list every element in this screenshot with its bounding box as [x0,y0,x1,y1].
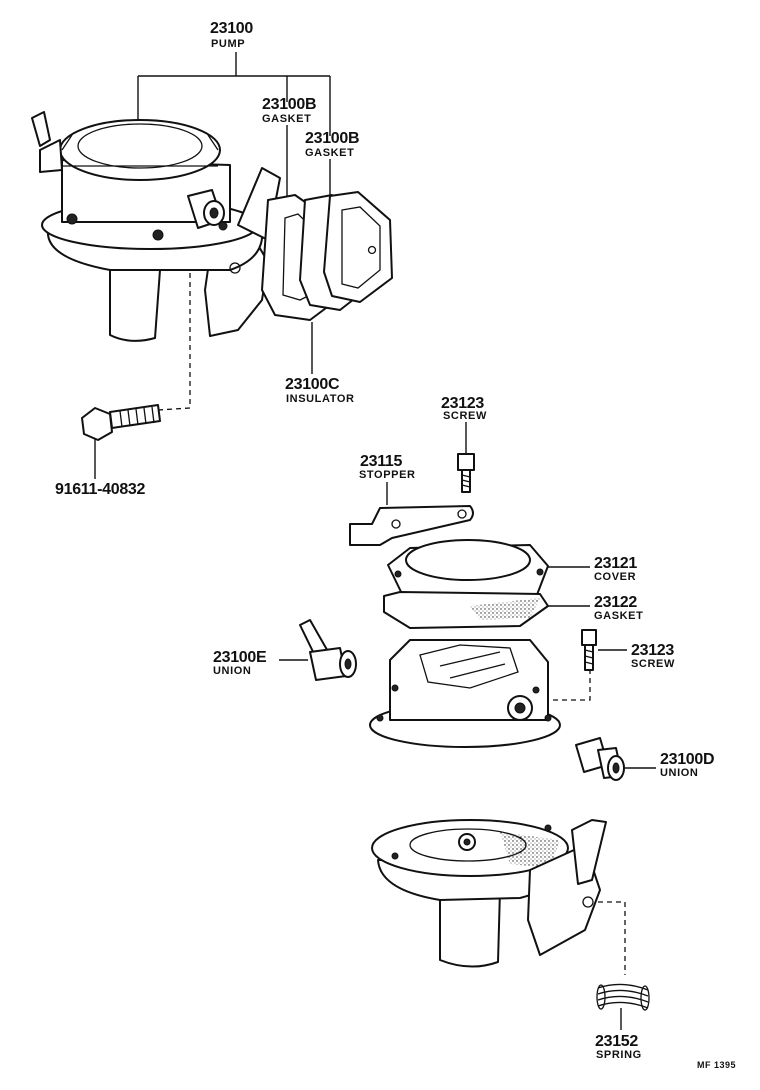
label-gasket-2: 23100B GASKET [305,130,360,159]
screw-side [581,629,597,671]
diagram-code: MF 1395 [697,1060,736,1070]
svg-text:UNION: UNION [213,665,251,677]
svg-text:SCREW: SCREW [443,410,487,422]
gaskets-pump [299,191,393,311]
union-e [299,619,357,681]
svg-text:23121: 23121 [594,555,637,572]
label-insulator: 23100C INSULATOR [285,376,355,405]
label-bolt: 91611-40832 [55,481,146,498]
svg-text:23115: 23115 [360,453,403,470]
svg-text:23122: 23122 [594,594,637,611]
svg-text:23100E: 23100E [213,649,267,666]
svg-text:GASKET: GASKET [594,610,643,622]
label-cover: 23121 COVER [594,555,638,583]
label-pump: 23100 PUMP [210,20,254,50]
svg-text:COVER: COVER [594,571,636,583]
stopper [349,505,474,546]
screw-top [457,453,475,493]
gasket-3 [383,591,549,629]
pump-middle-body [369,639,561,748]
label-stopper: 23115 STOPPER [359,453,416,481]
label-gasket-3: 23122 GASKET [594,594,643,622]
svg-text:SCREW: SCREW [631,658,675,670]
bolt [81,404,161,441]
label-gasket-1: 23100B GASKET [262,96,317,125]
label-screw-side: 23123 SCREW [631,642,675,670]
label-union-d: 23100D UNION [660,751,715,779]
svg-text:INSULATOR: INSULATOR [286,393,355,405]
svg-text:23100: 23100 [210,20,253,37]
label-spring: 23152 SPRING [595,1033,642,1061]
svg-text:UNION: UNION [660,767,698,779]
svg-text:GASKET: GASKET [262,113,311,125]
spring [596,983,650,1011]
label-union-e: 23100E UNION [213,649,267,677]
label-screw-top: 23123 SCREW [441,395,487,422]
svg-text:SPRING: SPRING [596,1049,642,1061]
cover [387,539,549,601]
svg-text:91611-40832: 91611-40832 [55,481,146,498]
svg-text:23123: 23123 [631,642,674,659]
svg-text:STOPPER: STOPPER [359,469,416,481]
pump-assembly [31,111,281,342]
svg-text:PUMP: PUMP [211,38,245,50]
svg-text:23152: 23152 [595,1033,638,1050]
pump-lower-body [371,819,607,968]
svg-text:23100C: 23100C [285,376,340,393]
svg-text:GASKET: GASKET [305,147,354,159]
union-d [575,737,625,781]
svg-text:23100D: 23100D [660,751,714,768]
svg-text:23100B: 23100B [305,130,359,147]
svg-text:23123: 23123 [441,395,484,412]
svg-text:23100B: 23100B [262,96,316,113]
